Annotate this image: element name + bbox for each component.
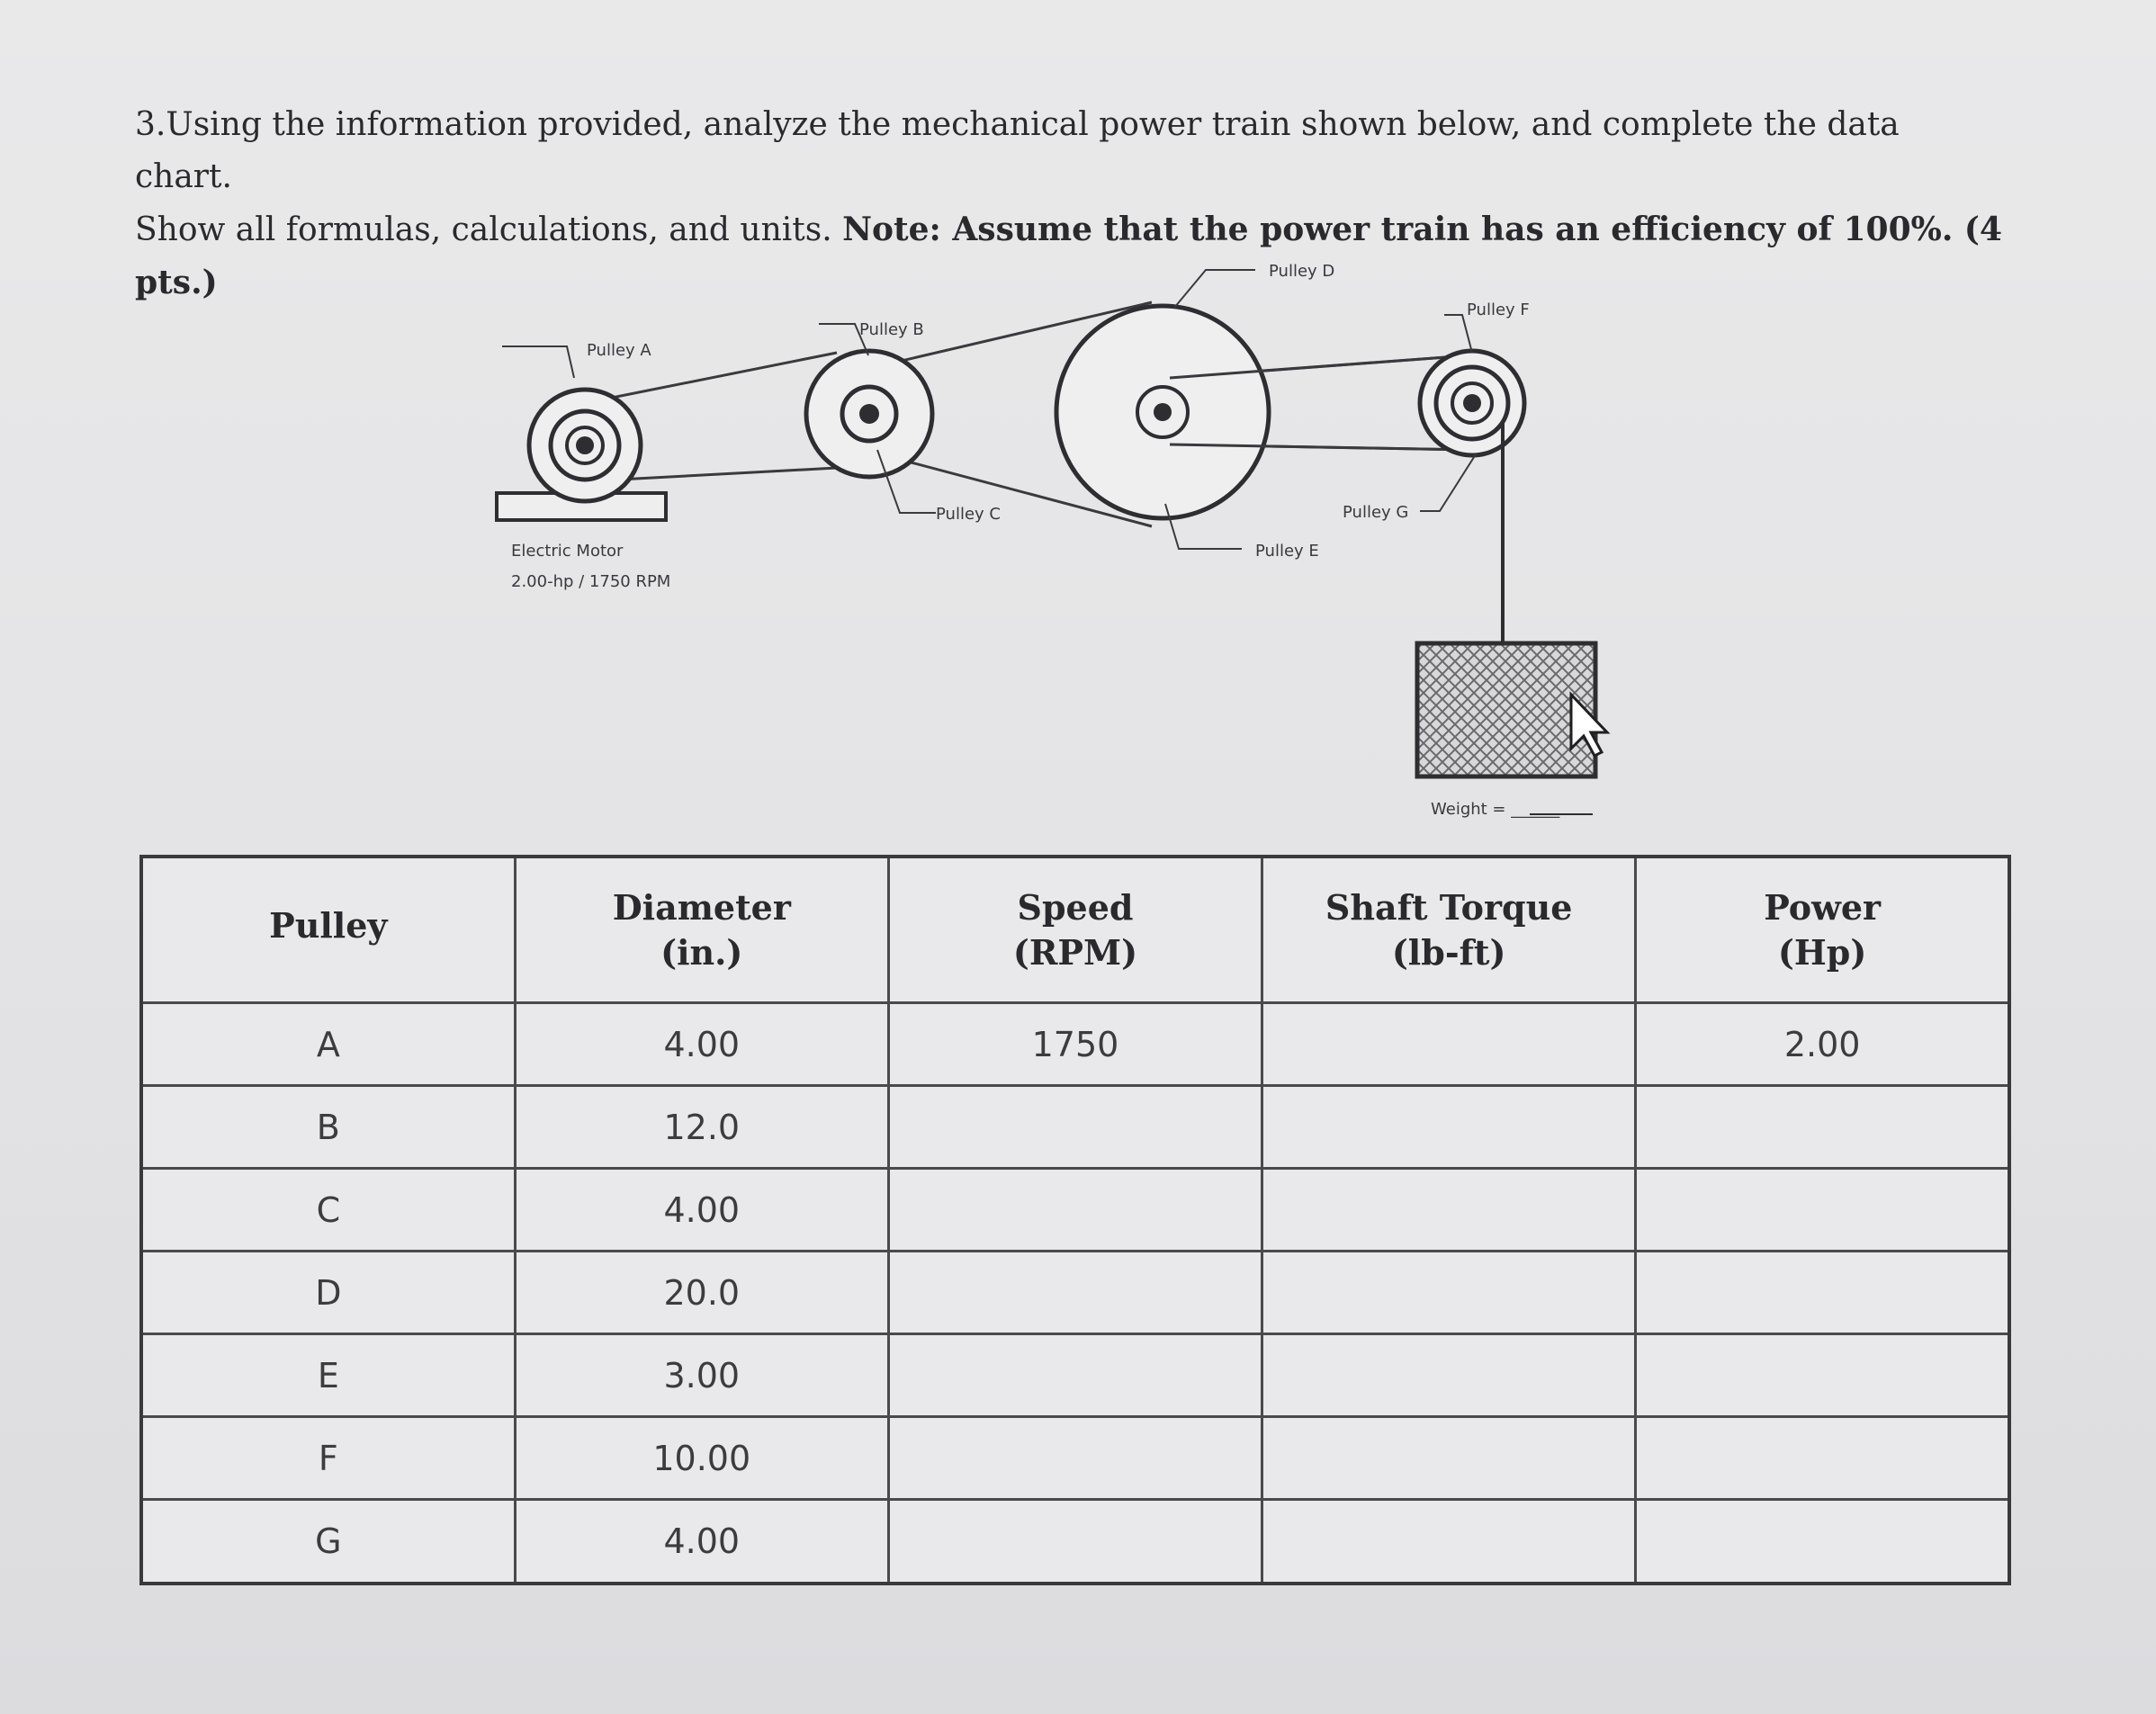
cell-torque[interactable] [1261, 1498, 1638, 1585]
table-row: E 3.00 [139, 1333, 2011, 1419]
data-chart: Pulley Diameter(in.) Speed(RPM) Shaft To… [139, 855, 2011, 1585]
cell-pulley: E [139, 1333, 517, 1419]
label-pulley-c: Pulley C [936, 505, 1001, 524]
pulley-b-shape [804, 348, 935, 480]
cell-speed[interactable] [886, 1084, 1264, 1171]
cell-torque[interactable] [1261, 1001, 1638, 1088]
cell-torque[interactable] [1261, 1084, 1638, 1171]
label-weight: Weight = ______ [1431, 800, 1560, 819]
cell-pulley: B [139, 1084, 517, 1171]
label-motor: Electric Motor [511, 542, 624, 561]
header-diameter: Diameter(in.) [513, 855, 890, 1004]
cell-pulley: G [139, 1498, 517, 1585]
cell-speed[interactable] [886, 1167, 1264, 1253]
table-row: F 10.00 [139, 1415, 2011, 1502]
cursor-icon [1569, 691, 1611, 758]
cell-pulley: D [139, 1250, 517, 1336]
label-pulley-e: Pulley E [1255, 542, 1319, 561]
cell-power[interactable] [1634, 1333, 2011, 1419]
cell-speed[interactable] [886, 1333, 1264, 1419]
header-speed: Speed(RPM) [886, 855, 1264, 1004]
cell-power[interactable] [1634, 1498, 2011, 1585]
label-pulley-g: Pulley G [1343, 503, 1408, 522]
label-pulley-b: Pulley B [859, 320, 924, 339]
leader-lines [502, 269, 1477, 550]
cell-torque[interactable] [1261, 1333, 1638, 1419]
cell-diameter: 20.0 [513, 1250, 890, 1336]
pulley-d-shape [1054, 303, 1471, 521]
pulley-a-shape [526, 387, 643, 504]
header-row: Pulley Diameter(in.) Speed(RPM) Shaft To… [139, 855, 2011, 1004]
cell-power[interactable] [1634, 1084, 2011, 1171]
cell-diameter: 10.00 [513, 1415, 890, 1502]
header-torque: Shaft Torque(lb-ft) [1261, 855, 1638, 1004]
label-pulley-d: Pulley D [1269, 262, 1334, 281]
question-instruction: Show all formulas, calculations, and uni… [135, 211, 843, 248]
power-train-diagram: Pulley A Pulley B Pulley C Pulley D Pull… [495, 262, 1611, 819]
header-power: Power(Hp) [1634, 855, 2011, 1004]
cell-diameter: 4.00 [513, 1498, 890, 1585]
question-line-1: 3.Using the information provided, analyz… [135, 106, 1900, 195]
cell-pulley: C [139, 1167, 517, 1253]
label-pulley-f: Pulley F [1467, 301, 1530, 319]
cell-speed[interactable] [886, 1415, 1264, 1502]
cell-power[interactable] [1634, 1415, 2011, 1502]
cell-diameter: 4.00 [513, 1001, 890, 1088]
cell-pulley: F [139, 1415, 517, 1502]
cell-speed[interactable]: 1750 [886, 1001, 1264, 1088]
question-note: Note: Assume that the power train has an… [135, 211, 2002, 301]
cell-power[interactable] [1634, 1167, 2011, 1253]
cell-power[interactable] [1634, 1250, 2011, 1336]
question-text: 3.Using the information provided, analyz… [135, 99, 2007, 310]
weight-block [1415, 641, 1598, 779]
cell-speed[interactable] [886, 1250, 1264, 1336]
table-row: C 4.00 [139, 1167, 2011, 1253]
table-row: A 4.00 1750 2.00 [139, 1001, 2011, 1088]
cell-pulley: A [139, 1001, 517, 1088]
label-pulley-a: Pulley A [587, 341, 651, 360]
cell-power[interactable]: 2.00 [1634, 1001, 2011, 1088]
table-row: D 20.0 [139, 1250, 2011, 1336]
pulley-f-shape [1417, 348, 1527, 458]
label-motor-spec: 2.00-hp / 1750 RPM [511, 572, 670, 591]
header-pulley: Pulley [139, 855, 517, 1004]
question-line-2: Show all formulas, calculations, and uni… [135, 203, 2007, 310]
cell-diameter: 3.00 [513, 1333, 890, 1419]
table-row: G 4.00 [139, 1498, 2011, 1585]
cell-torque[interactable] [1261, 1167, 1638, 1253]
cell-speed[interactable] [886, 1498, 1264, 1585]
cell-diameter: 4.00 [513, 1167, 890, 1253]
cell-torque[interactable] [1261, 1415, 1638, 1502]
table-row: B 12.0 [139, 1084, 2011, 1171]
cell-torque[interactable] [1261, 1250, 1638, 1336]
cell-diameter: 12.0 [513, 1084, 890, 1171]
